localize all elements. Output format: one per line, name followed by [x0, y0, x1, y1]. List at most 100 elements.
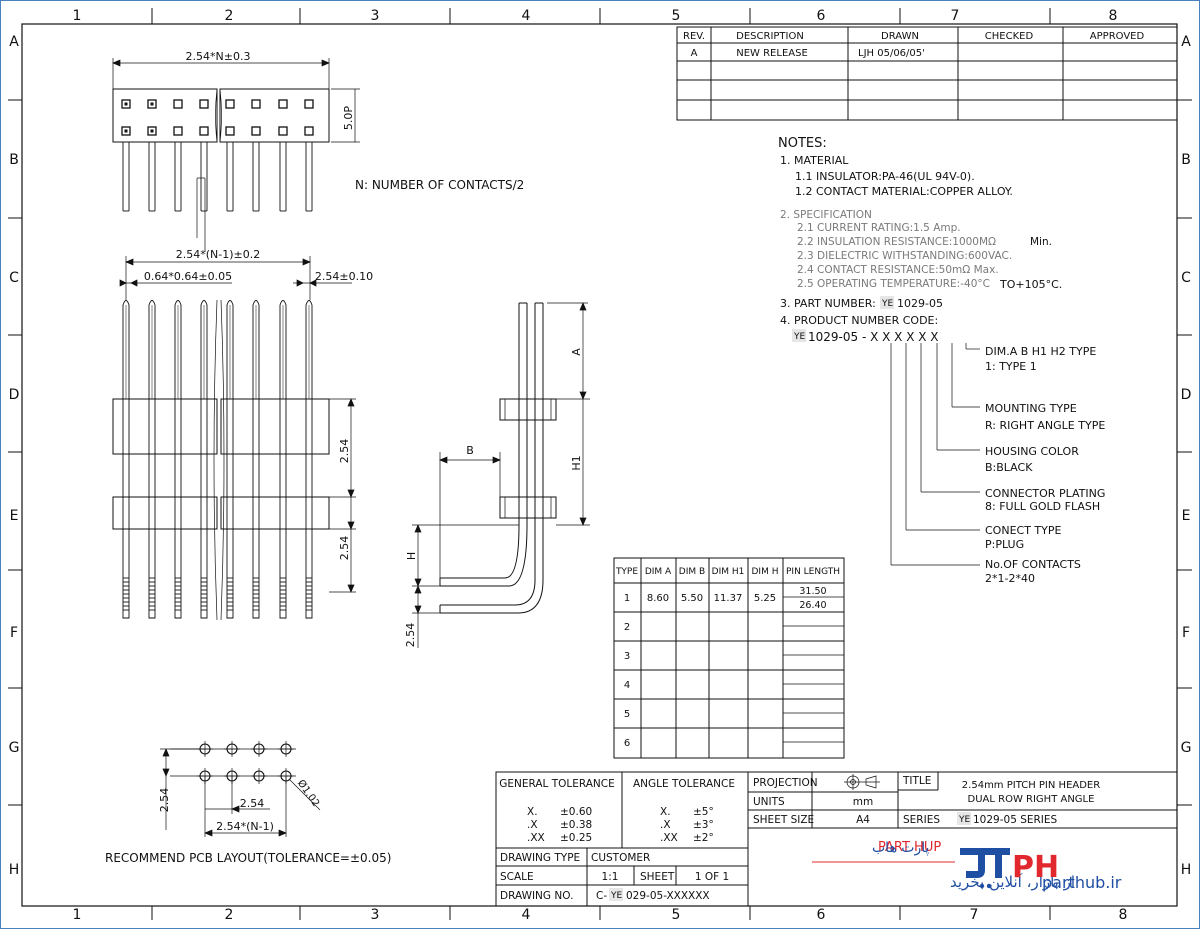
side-view: A H1 B H 2.54 [404, 302, 590, 648]
projection-symbol-icon [844, 774, 880, 790]
col-label-bottom: 6 [817, 907, 826, 923]
dim-side-bottom: 2.54 [404, 623, 417, 648]
pcb-dim-vert: 2.54 [158, 788, 171, 813]
pcb-layout: 2.54 2.54 2.54*(N-1) Ø1.02 RECOMMEND PCB… [105, 741, 391, 865]
row-label-right: E [1182, 508, 1191, 524]
front-pin [279, 300, 287, 619]
front-view: 2.54*(N-1)±0.2 0.64*0.64±0.05 2.54±0.10 … [112, 238, 373, 621]
dimtab-type: 6 [624, 738, 630, 749]
col-label-top: 4 [522, 8, 531, 24]
tb-at-val: ±2° [693, 832, 714, 844]
tb-series-val: 1029-05 SERIES [973, 814, 1058, 826]
tb-sheet-size: SHEET SIZE [753, 814, 814, 826]
rev-header: DESCRIPTION [736, 31, 804, 42]
col-label-top: 8 [1109, 8, 1118, 24]
row-label-right: H [1181, 862, 1192, 878]
tb-title-2: DUAL ROW RIGHT ANGLE [968, 794, 1095, 805]
dimtab-header: DIM H1 [712, 567, 745, 577]
column-markers: 1 2 3 4 5 6 7 8 1 2 3 4 5 6 7 8 [73, 8, 1127, 923]
legend-1a: DIM.A B H1 H2 TYPE [985, 345, 1096, 358]
dimtab-cell: 8.60 [647, 593, 669, 604]
col-label-top: 3 [371, 8, 380, 24]
tb-at-key: .XX [660, 832, 678, 844]
parthub-watermark: PART HUP پارت هاب از بازار، آنلاین بخرید… [812, 840, 1122, 892]
front-pin [174, 300, 182, 619]
pin-square [278, 126, 288, 136]
row-label-left: G [9, 740, 20, 756]
dimtab-pin-length: 26.40 [799, 600, 826, 611]
tb-drawing-type: DRAWING TYPE [500, 852, 580, 864]
tb-drawing-no-ye: YE [610, 891, 622, 901]
tb-at-key: .X [660, 819, 671, 831]
pin-square [173, 99, 183, 109]
tb-gt-val: ±0.60 [560, 806, 592, 818]
rev-header: CHECKED [985, 31, 1034, 42]
dimtab-pin-length: 31.50 [799, 586, 826, 597]
pin-square [251, 126, 261, 136]
row-label-right: B [1181, 152, 1191, 168]
tb-scale: SCALE [500, 871, 534, 883]
legend-3b: B:BLACK [985, 461, 1033, 474]
pcb-caption: RECOMMEND PCB LAYOUT(TOLERANCE=±0.05) [105, 851, 391, 865]
row-label-right: C [1181, 270, 1191, 286]
row-label-left: D [9, 387, 20, 403]
col-label-top: 7 [951, 8, 960, 24]
rev-cell: A [691, 48, 698, 59]
pin-square-fill [150, 102, 154, 106]
dim-front-pitch: 2.54±0.10 [315, 270, 373, 283]
pin-square [278, 99, 288, 109]
row-label-left: A [9, 34, 19, 50]
dimtab-header: DIM A [645, 567, 672, 577]
pin-square [121, 99, 131, 109]
row-label-left: F [10, 625, 18, 641]
dim-side-h1: H1 [570, 455, 583, 470]
pin-square [199, 126, 209, 136]
notes-material-2: 1.2 CONTACT MATERIAL:COPPER ALLOY. [795, 185, 1013, 198]
tb-projection: PROJECTION [753, 777, 818, 789]
code-legend: DIM.A B H1 H2 TYPE 1: TYPE 1 MOUNTING TY… [890, 343, 1105, 585]
row-markers: A B C D E F G H A B C D E F G H [8, 34, 1192, 878]
legend-1b: 1: TYPE 1 [985, 360, 1037, 373]
tb-drawing-no-val: 029-05-XXXXXX [626, 890, 710, 902]
pin-square-fill [124, 129, 128, 133]
legend-6b: 2*1-2*40 [985, 572, 1035, 585]
dimtab-cell: 5.25 [754, 593, 776, 604]
tb-drawing-no: DRAWING NO. [500, 890, 573, 902]
col-label-top: 5 [672, 8, 681, 24]
pcb-holes [197, 741, 294, 784]
pcb-dim-pitch: 2.54 [240, 797, 265, 810]
tb-units: UNITS [753, 796, 785, 808]
dim-front-row1: 2.54 [338, 439, 351, 464]
pin-square [147, 99, 157, 109]
rev-header: DRAWN [881, 31, 919, 42]
tb-title-label: TITLE [902, 775, 931, 787]
rev-cell: LJH 05/06/05' [858, 48, 925, 59]
tb-scale-val: 1:1 [602, 871, 619, 883]
top-view-note: N: NUMBER OF CONTACTS/2 [355, 178, 524, 192]
rev-header: REV. [683, 31, 705, 42]
dimtab-type: 5 [624, 709, 630, 720]
front-pin [226, 300, 234, 619]
notes-code-head: 4. PRODUCT NUMBER CODE: [780, 314, 938, 327]
pin-square [225, 126, 235, 136]
notes-part-num: 1029-05 [897, 297, 943, 310]
pcb-dim-total: 2.54*(N-1) [216, 820, 274, 833]
notes-title: NOTES: [778, 136, 827, 151]
row-label-right: F [1182, 625, 1190, 641]
tb-series-ye: YE [958, 815, 970, 825]
legend-4a: CONNECTOR PLATING [985, 487, 1105, 500]
tb-at-val: ±5° [693, 806, 714, 818]
notes-spec-5: 2.5 OPERATING TEMPERATURE:-40°C [797, 278, 990, 290]
col-label-bottom: 1 [73, 907, 82, 923]
dim-front-pin: 0.64*0.64±0.05 [144, 270, 232, 283]
dimtab-type: 4 [624, 680, 630, 691]
dimtab-header: DIM H [752, 567, 779, 577]
tb-units-val: mm [853, 796, 873, 808]
col-label-bottom: 5 [672, 907, 681, 923]
dimtab-header: PIN LENGTH [786, 567, 840, 577]
pin-square [225, 99, 235, 109]
pin-square-fill [150, 129, 154, 133]
legend-4b: 8: FULL GOLD FLASH [985, 500, 1100, 513]
dimension-table: TYPE DIM A DIM B DIM H1 DIM H PIN LENGTH… [613, 557, 845, 759]
